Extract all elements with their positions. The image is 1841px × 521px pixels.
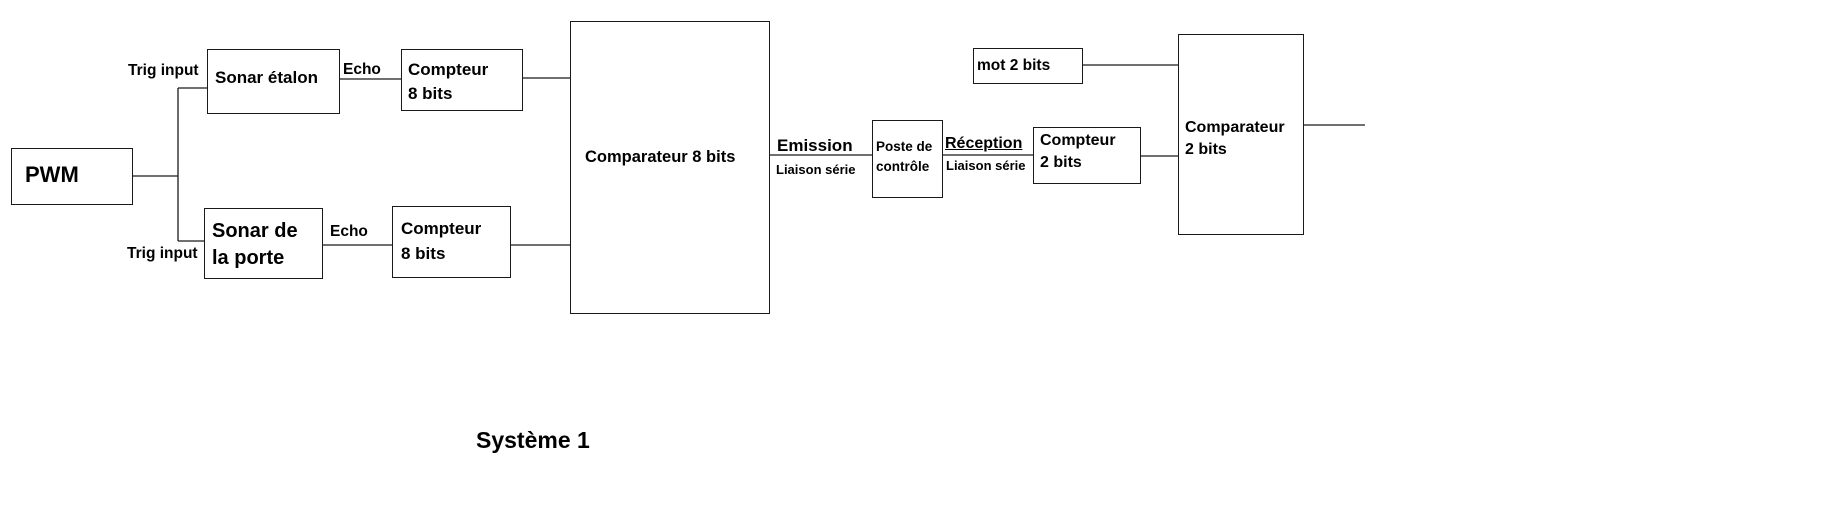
comparateur-2bits-label-line2: 2 bits bbox=[1185, 141, 1227, 158]
emission-label: Emission bbox=[777, 136, 853, 155]
compteur-top-label-line2: 8 bits bbox=[408, 84, 453, 104]
mot-2bits-block: mot 2 bits bbox=[973, 48, 1083, 84]
poste-label-line1: Poste de bbox=[876, 139, 933, 154]
compteur-2bits-label-line2: 2 bits bbox=[1040, 154, 1082, 171]
sonar-etalon-label: Sonar étalon bbox=[215, 68, 318, 87]
echo-bottom-label: Echo bbox=[330, 223, 368, 240]
comparateur-8bits-label: Comparateur 8 bits bbox=[585, 148, 736, 166]
poste-controle-block: Poste de contrôle bbox=[872, 120, 943, 198]
compteur-bottom-label-line2: 8 bits bbox=[401, 244, 446, 264]
trig-input-top-label: Trig input bbox=[128, 62, 199, 79]
pwm-label: PWM bbox=[25, 162, 79, 187]
comparateur-2bits-block: Comparateur 2 bits bbox=[1178, 34, 1304, 235]
reception-label: Réception bbox=[945, 135, 1023, 152]
sonar-porte-label-line2: la porte bbox=[212, 247, 285, 269]
compteur-8bits-top-block: Compteur 8 bits bbox=[401, 49, 523, 111]
compteur-2bits-label-line1: Compteur bbox=[1040, 132, 1116, 149]
poste-label-line2: contrôle bbox=[876, 158, 930, 174]
sonar-porte-label-line1: Sonar de bbox=[212, 220, 298, 242]
sonar-etalon-block: Sonar étalon bbox=[207, 49, 340, 114]
compteur-bottom-label-line1: Compteur bbox=[401, 219, 482, 238]
echo-top-label: Echo bbox=[343, 61, 381, 78]
compteur-8bits-bottom-block: Compteur 8 bits bbox=[392, 206, 511, 278]
mot-2bits-label: mot 2 bits bbox=[977, 57, 1051, 74]
liaison-serie-right-label: Liaison série bbox=[946, 158, 1026, 173]
diagram-caption: Système 1 bbox=[476, 427, 590, 453]
comparateur-2bits-label-line1: Comparateur bbox=[1185, 119, 1285, 136]
compteur-top-label-line1: Compteur bbox=[408, 60, 489, 79]
liaison-serie-left-label: Liaison série bbox=[776, 162, 856, 177]
trig-input-bottom-label: Trig input bbox=[127, 245, 198, 262]
pwm-block: PWM bbox=[11, 148, 133, 205]
sonar-porte-block: Sonar de la porte bbox=[204, 208, 323, 279]
comparateur-8bits-block: Comparateur 8 bits bbox=[570, 21, 770, 314]
compteur-2bits-block: Compteur 2 bits bbox=[1033, 127, 1141, 184]
